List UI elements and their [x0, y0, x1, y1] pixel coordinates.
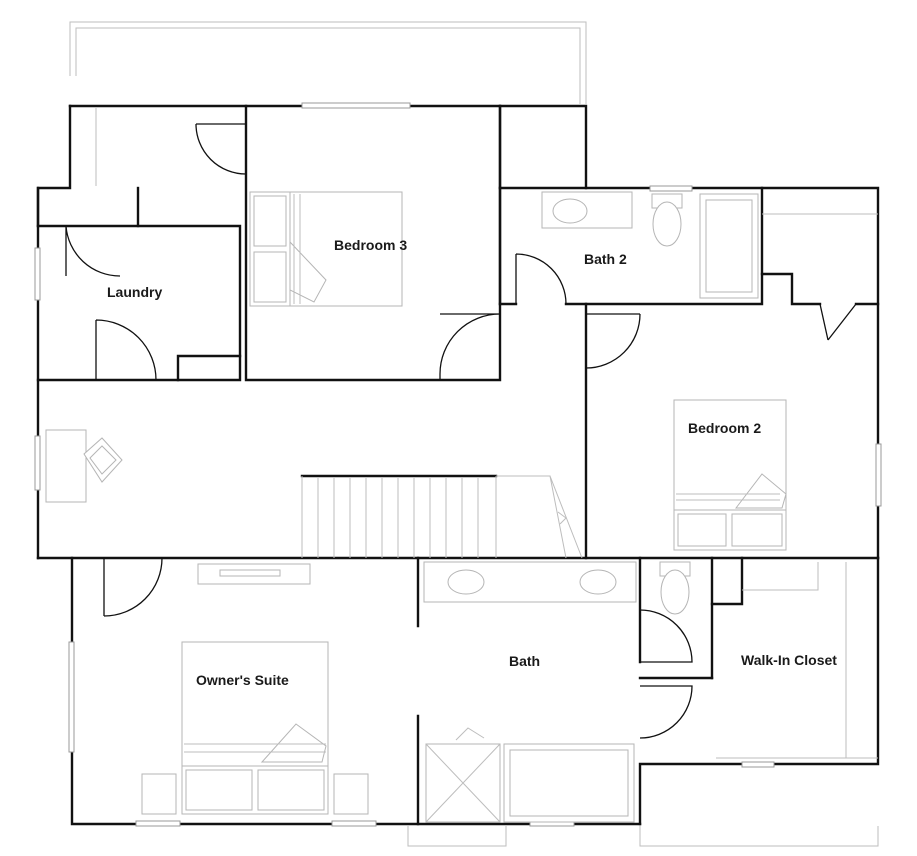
- room-label-bedroom3: Bedroom 3: [334, 237, 407, 253]
- bedroom3-furniture: [249, 191, 403, 307]
- room-label-bath: Bath: [509, 653, 540, 669]
- exterior-walls: [36, 104, 880, 826]
- room-label-bath2: Bath 2: [584, 251, 627, 267]
- owners-suite-furniture: [141, 563, 369, 815]
- doors: [65, 123, 857, 739]
- bath2-fixtures: [541, 191, 878, 299]
- room-label-laundry: Laundry: [107, 284, 162, 300]
- room-label-owners-suite: Owner's Suite: [196, 672, 289, 688]
- loft-desk: [45, 429, 123, 503]
- bedroom2-furniture: [673, 399, 787, 551]
- room-label-bedroom2: Bedroom 2: [688, 420, 761, 436]
- closet-shelving: [716, 562, 878, 759]
- master-bath-fixtures: [423, 561, 691, 823]
- windows: [34, 102, 882, 847]
- staircase: [301, 475, 583, 559]
- room-label-walk-in-closet: Walk-In Closet: [741, 652, 837, 668]
- balcony: [69, 21, 587, 186]
